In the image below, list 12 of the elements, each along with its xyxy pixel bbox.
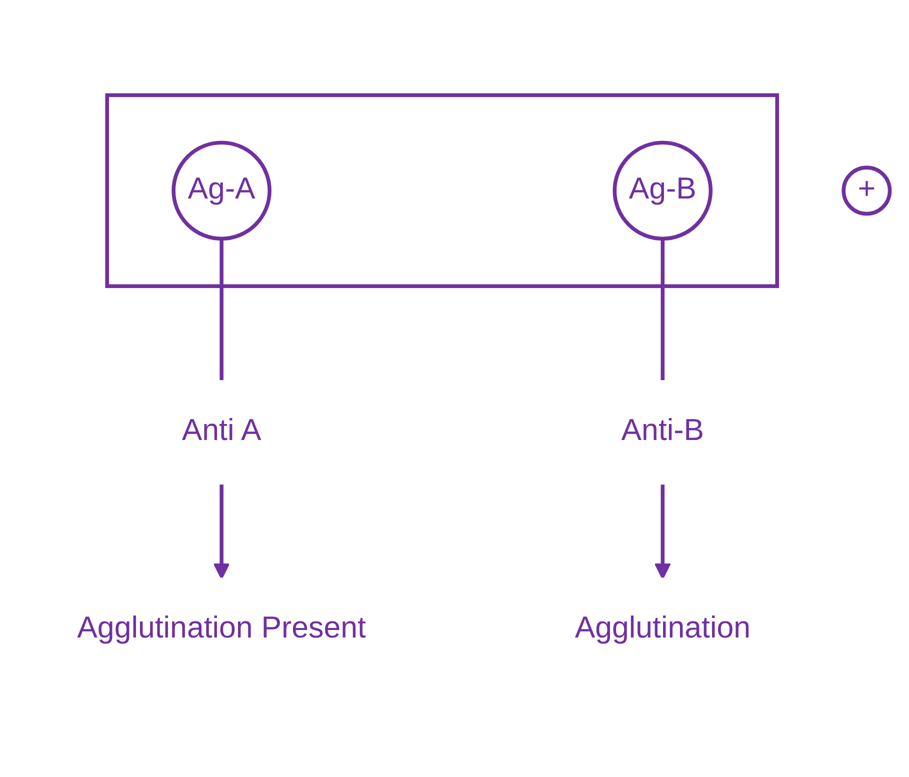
arrow [212, 484, 230, 580]
node-text: Agglutination [574, 613, 750, 646]
cluster [104, 94, 779, 288]
node-circle [171, 141, 271, 241]
node-circle [841, 166, 892, 216]
node-text: Agglutination Present [76, 613, 366, 646]
connector [219, 239, 223, 382]
node-circle [612, 141, 712, 241]
node-text: Anti A [181, 416, 261, 448]
arrow [654, 484, 670, 580]
connector [660, 239, 664, 382]
node-text: Anti-B [620, 416, 704, 448]
